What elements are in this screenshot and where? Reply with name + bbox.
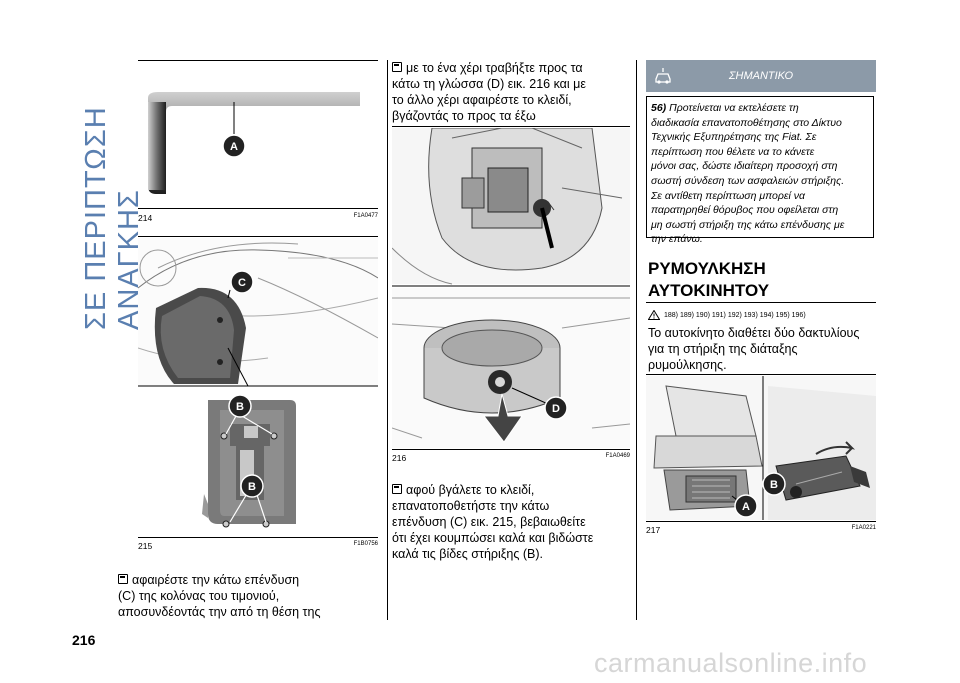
column1-line-2: (C) της κολόνας του τιμονιού, bbox=[118, 589, 280, 603]
warning-line-9: μη σωστή στήριξη της κάτω επένδυσης με bbox=[651, 218, 845, 231]
section-body-line-2: για τη στήριξη της διάταξης bbox=[648, 342, 798, 356]
column2-bottom-paragraph: αφού βγάλετε το κλειδί, επανατοποθετήστε… bbox=[392, 482, 632, 562]
warning-line-8: παρατηρηθεί θόρυβος που οφείλεται στη bbox=[651, 204, 839, 217]
column2-bottom-line-4: ότι έχει κουμπώσει καλά και βιδώστε bbox=[392, 531, 594, 545]
warning-line-5: μόνοι σας, δώστε ιδιαίτερη προσοχή στη bbox=[651, 160, 838, 173]
warning-line-4: περίπτωση που θέλετε να το κάνετε bbox=[651, 145, 815, 158]
fig216-bottom-rule bbox=[392, 449, 630, 450]
section-body-line-1: Το αυτοκίνητο διαθέτει δύο δακτυλίους bbox=[648, 326, 860, 340]
fig217-label-a: A bbox=[742, 501, 750, 513]
fig214-code: F1A0477 bbox=[353, 213, 378, 219]
column2-bottom-line-3: επένδυση (C) εικ. 215, βεβαιωθείτε bbox=[392, 515, 586, 529]
fig215-caption: 215 F1B0756 bbox=[138, 541, 378, 551]
column2-top-line-1: με το ένα χέρι τραβήξτε προς τα bbox=[392, 60, 632, 76]
fig214-caption: 214 F1A0477 bbox=[138, 213, 378, 223]
column2-top-line-2: κάτω τη γλώσσα (D) εικ. 216 και με bbox=[392, 77, 586, 91]
fig215-number: 215 bbox=[138, 541, 153, 551]
warning-car-icon bbox=[655, 68, 671, 84]
section-body-line-3: ρυμούλκησης. bbox=[648, 358, 727, 372]
fig217-number: 217 bbox=[646, 525, 661, 535]
fig214-label-a: A bbox=[230, 141, 238, 153]
column1-paragraph: αφαιρέστε την κάτω επένδυση (C) της κολό… bbox=[118, 572, 380, 620]
warning-line-7: Σε αντίθετη περίπτωση μπορεί να bbox=[651, 189, 805, 202]
column-divider-1 bbox=[387, 60, 388, 620]
column2-top-paragraph: με το ένα χέρι τραβήξτε προς τα κάτω τη … bbox=[392, 60, 632, 124]
fig216-caption: 216 F1A0469 bbox=[392, 453, 630, 463]
fig215-bottom-rule bbox=[138, 537, 378, 538]
section-reference-numbers: 188) 189) 190) 191) 192) 193) 194) 195) … bbox=[664, 311, 806, 319]
column2-bottom-line-1: αφού βγάλετε το κλειδί, bbox=[392, 482, 632, 498]
warning-number: 56) bbox=[651, 102, 667, 114]
warning-line-3: Τεχνικής Εξυπηρέτησης της Fiat. Σε bbox=[651, 131, 817, 144]
chapter-side-title: ΣΕ ΠΕΡΙΠΤΩΣΗ ΑΝΑΓΚΗΣ bbox=[80, 106, 145, 330]
fig214-top-rule bbox=[138, 60, 378, 61]
fig216-code: F1A0469 bbox=[605, 453, 630, 459]
section-body: Το αυτοκίνητο διαθέτει δύο δακτυλίους γι… bbox=[648, 325, 880, 373]
fig214-bottom-rule bbox=[138, 208, 378, 209]
column2-top-line-4: βγάζοντάς το προς τα έξω bbox=[392, 109, 536, 123]
fig215-code: F1B0756 bbox=[353, 541, 378, 547]
section-heading: ΡΥΜΟΥΛΚΗΣΗ ΑΥΤΟΚΙΝΗΤΟΥ bbox=[648, 258, 769, 302]
figure-216-key-release: D bbox=[392, 128, 630, 448]
column1-line-3: αποσυνδέοντάς την από τη θέση της bbox=[118, 605, 321, 619]
warning-line-10: την επάνω. bbox=[651, 233, 703, 246]
fig215-label-b-bottom: B bbox=[248, 481, 256, 493]
warning-line-1: 56) Προτείνεται να εκτελέσετε τη bbox=[651, 102, 799, 114]
warning-triangle-icon bbox=[648, 310, 660, 320]
fig217-caption: 217 F1A0221 bbox=[646, 525, 876, 535]
section-heading-line-1: ΡΥΜΟΥΛΚΗΣΗ bbox=[648, 259, 766, 278]
column2-top-line-3: το άλλο χέρι αφαιρέστε το κλειδί, bbox=[392, 93, 572, 107]
fig217-bottom-rule bbox=[646, 521, 876, 522]
fig215-top-rule bbox=[138, 236, 378, 237]
bullet-icon bbox=[392, 484, 402, 494]
fig216-top-rule bbox=[392, 126, 630, 127]
page-number: 216 bbox=[72, 632, 96, 648]
section-references: 188) 189) 190) 191) 192) 193) 194) 195) … bbox=[648, 310, 806, 320]
figure-217-towing-eye: A B bbox=[646, 376, 876, 520]
warning-title: ΣΗΜΑΝΤΙΚΟ bbox=[728, 70, 794, 82]
column2-bottom-line-5: καλά τις βίδες στήριξης (B). bbox=[392, 547, 543, 561]
fig217-code: F1A0221 bbox=[851, 525, 876, 531]
figure-215-steering-cover: C B B bbox=[138, 238, 378, 534]
bullet-icon bbox=[392, 62, 402, 72]
column-divider-2 bbox=[636, 60, 637, 620]
figure-214-hex-key: A bbox=[138, 62, 378, 208]
warning-line-6: σωστή σύνδεση των ασφαλειών στήριξης. bbox=[651, 174, 845, 187]
section-heading-rule bbox=[646, 302, 876, 303]
warning-line-2: διαδικασία επανατοποθέτησης στο Δίκτυο bbox=[651, 116, 842, 129]
fig214-number: 214 bbox=[138, 213, 153, 223]
fig216-label-d: D bbox=[552, 403, 560, 415]
warning-header: ΣΗΜΑΝΤΙΚΟ bbox=[646, 60, 876, 92]
fig217-top-rule bbox=[646, 374, 876, 375]
bullet-icon bbox=[118, 574, 128, 584]
fig216-number: 216 bbox=[392, 453, 407, 463]
warning-box: 56) Προτείνεται να εκτελέσετε τη διαδικα… bbox=[646, 96, 874, 245]
watermark: carmanualsonline.info bbox=[594, 648, 868, 678]
fig217-label-b: B bbox=[770, 479, 778, 491]
fig215-label-b-top: B bbox=[236, 401, 244, 413]
section-heading-line-2: ΑΥΤΟΚΙΝΗΤΟΥ bbox=[648, 281, 770, 300]
column2-bottom-line-2: επανατοποθετήστε την κάτω bbox=[392, 499, 550, 513]
column1-line-1: αφαιρέστε την κάτω επένδυση bbox=[118, 572, 380, 588]
fig215-label-c: C bbox=[238, 277, 246, 289]
